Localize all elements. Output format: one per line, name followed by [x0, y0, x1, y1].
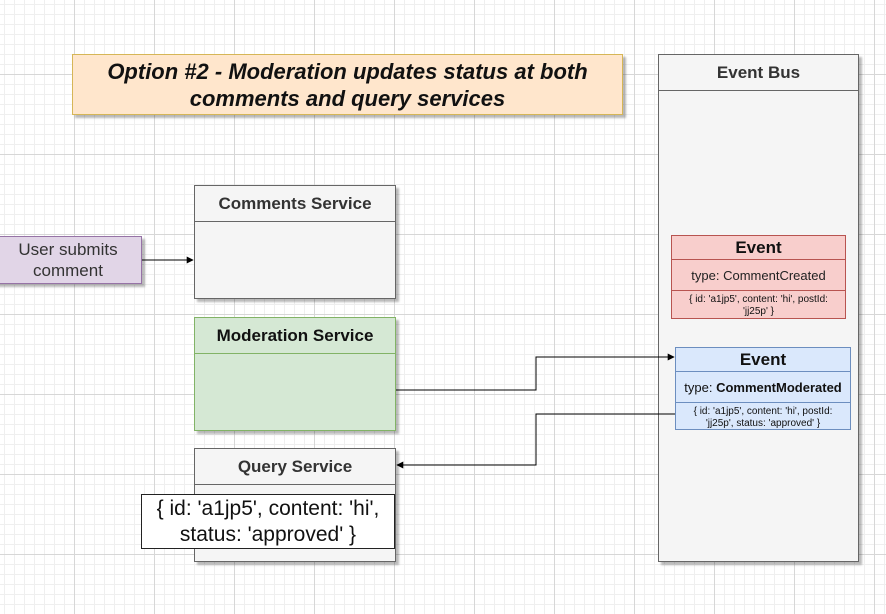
event-type-prefix: type: — [684, 379, 713, 395]
event-type-value: CommentCreated — [723, 267, 826, 283]
event-bus-label: Event Bus — [659, 55, 858, 91]
event-payload: { id: 'a1jp5', content: 'hi', postId: 'j… — [676, 403, 850, 429]
event-payload-line-1: { id: 'a1jp5', content: 'hi', postId: — [689, 294, 828, 305]
user-submits-comment-box[interactable]: User submits comment — [0, 236, 142, 284]
diagram-title: Option #2 - Moderation updates status at… — [72, 54, 623, 115]
event-comment-created-card[interactable]: Event type: CommentCreated { id: 'a1jp5'… — [671, 235, 846, 319]
title-line-1: Option #2 - Moderation updates status at… — [107, 58, 588, 84]
query-service-label: Query Service — [195, 449, 395, 485]
event-payload-line-2: 'jj25p' } — [742, 306, 775, 317]
query-record-box: { id: 'a1jp5', content: 'hi', status: 'a… — [141, 494, 395, 549]
comments-service-box[interactable]: Comments Service — [194, 185, 396, 299]
event-payload: { id: 'a1jp5', content: 'hi', postId: 'j… — [672, 291, 845, 318]
event-type: type: CommentModerated — [676, 371, 850, 403]
moderation-service-box[interactable]: Moderation Service — [194, 317, 396, 431]
event-title: Event — [735, 237, 782, 257]
query-record-line-2: status: 'approved' } — [179, 522, 357, 546]
user-action-line-2: comment — [33, 261, 103, 280]
event-type-prefix: type: — [691, 267, 720, 283]
event-comment-moderated-card[interactable]: Event type: CommentModerated { id: 'a1jp… — [675, 347, 851, 430]
arrow-event-to-query — [396, 413, 675, 469]
arrow-moderation-to-event — [396, 353, 675, 391]
title-line-2: comments and query services — [189, 85, 506, 111]
user-action-line-1: User submits — [18, 240, 118, 259]
event-type: type: CommentCreated — [672, 259, 845, 291]
event-title: Event — [739, 349, 787, 369]
query-record-line-1: { id: 'a1jp5', content: 'hi', — [156, 496, 380, 520]
comments-service-label: Comments Service — [195, 186, 395, 222]
event-payload-line-1: { id: 'a1jp5', content: 'hi', postId: — [693, 406, 833, 417]
moderation-service-label: Moderation Service — [195, 318, 395, 354]
event-payload-line-2: 'jj25p', status: 'approved' } — [705, 418, 821, 429]
event-type-value: CommentModerated — [716, 379, 842, 395]
